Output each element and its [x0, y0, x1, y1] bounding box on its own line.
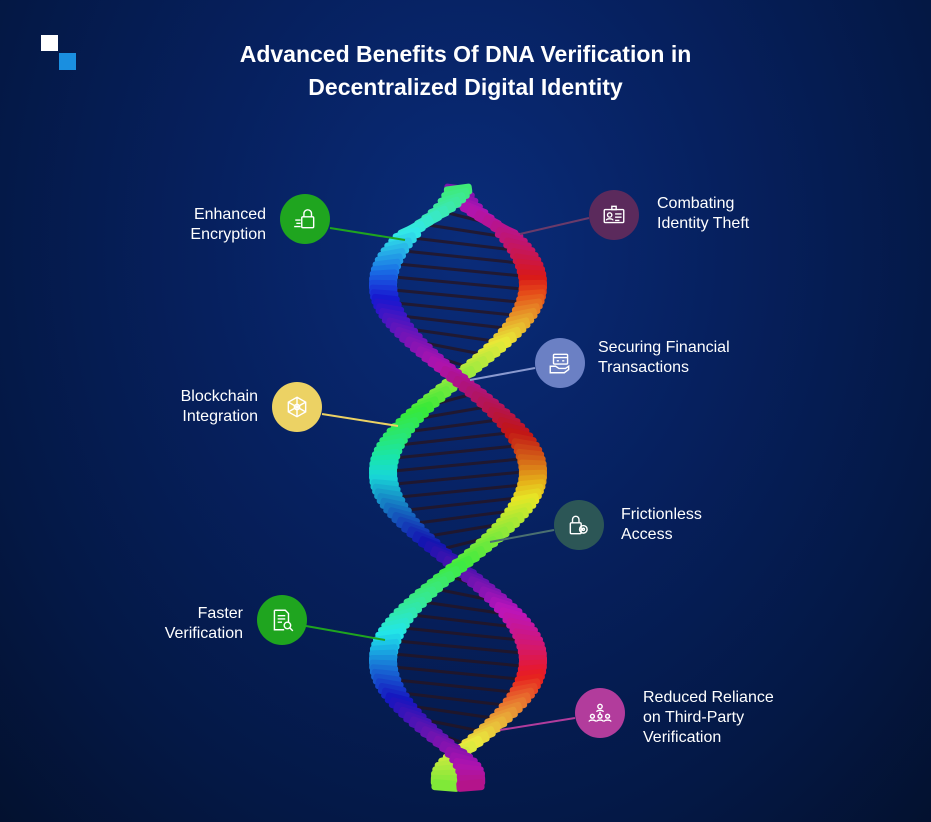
helix-rung	[382, 456, 532, 474]
document-search-icon	[257, 595, 307, 645]
label-line: Transactions	[598, 359, 689, 376]
benefit-frictionless-access-label: Frictionless Access	[621, 505, 702, 545]
helix-rung	[402, 326, 501, 344]
lock-icon	[280, 194, 330, 244]
label-line: Faster	[197, 605, 243, 622]
connector-line	[489, 529, 555, 543]
benefit-combating-identity-theft-label: Combating Identity Theft	[657, 194, 749, 234]
helix-rung	[386, 677, 523, 695]
helix-rung	[384, 443, 526, 461]
benefit-enhanced-encryption-label: Enhanced Encryption	[140, 205, 266, 245]
benefit-blockchain-integration-label: Blockchain Integration	[130, 387, 258, 427]
helix-rung	[393, 690, 513, 708]
label-line: Integration	[182, 408, 258, 425]
helix-rung	[403, 703, 500, 721]
logo-mark-accent	[59, 53, 76, 70]
helix-rung	[403, 612, 523, 630]
helix-strand-segment	[431, 779, 460, 792]
label-line: Encryption	[190, 226, 266, 243]
label-line: Verification	[643, 729, 722, 746]
network-users-icon	[575, 688, 625, 738]
benefit-reduced-reliance-label: Reduced Reliance on Third-Party Verifica…	[643, 688, 774, 748]
blockchain-icon	[272, 382, 322, 432]
helix-rung	[383, 651, 533, 669]
benefit-faster-verification-label: Faster Verification	[120, 604, 243, 644]
id-card-icon	[589, 190, 639, 240]
helix-rung	[392, 313, 513, 331]
connector-line	[321, 413, 399, 427]
helix-rung	[383, 664, 529, 682]
helix-rung	[383, 274, 533, 292]
helix-rung	[398, 495, 527, 513]
helix-rung	[386, 300, 523, 318]
helix-rung	[387, 261, 533, 279]
title-line-2: Decentralized Digital Identity	[308, 74, 623, 100]
helix-rung	[398, 417, 506, 435]
label-line: Securing Financial	[598, 339, 730, 356]
label-line: Verification	[164, 625, 243, 642]
logo-mark	[41, 35, 58, 51]
benefit-securing-financial-transactions-label: Securing Financial Transactions	[598, 338, 730, 378]
helix-rung	[394, 248, 530, 266]
helix-rung	[409, 508, 519, 526]
label-line: Blockchain	[180, 388, 258, 405]
connector-line	[469, 367, 536, 381]
connector-line	[329, 227, 406, 241]
helix-rung	[384, 469, 534, 487]
page-title: Advanced Benefits Of DNA Verification in…	[0, 38, 931, 104]
connector-line	[499, 717, 576, 731]
label-line: Frictionless	[621, 506, 702, 523]
helix-rung	[389, 430, 518, 448]
title-line-1: Advanced Benefits Of DNA Verification in	[239, 41, 692, 67]
lock-gear-icon	[554, 500, 604, 550]
connector-line	[519, 217, 590, 235]
helix-rung	[387, 638, 533, 656]
label-line: Access	[621, 526, 673, 543]
helix-rung	[393, 625, 530, 643]
label-line: Combating	[657, 195, 735, 212]
label-line: on Third-Party	[643, 709, 745, 726]
label-line: Reduced Reliance	[643, 689, 774, 706]
helix-rung	[404, 235, 523, 253]
card-hand-icon	[535, 338, 585, 388]
helix-strand-segment	[456, 779, 485, 792]
helix-rung	[389, 482, 532, 500]
helix-rung	[383, 287, 530, 305]
label-line: Enhanced	[193, 206, 266, 223]
label-line: Identity Theft	[657, 215, 750, 232]
connector-line	[305, 625, 386, 641]
